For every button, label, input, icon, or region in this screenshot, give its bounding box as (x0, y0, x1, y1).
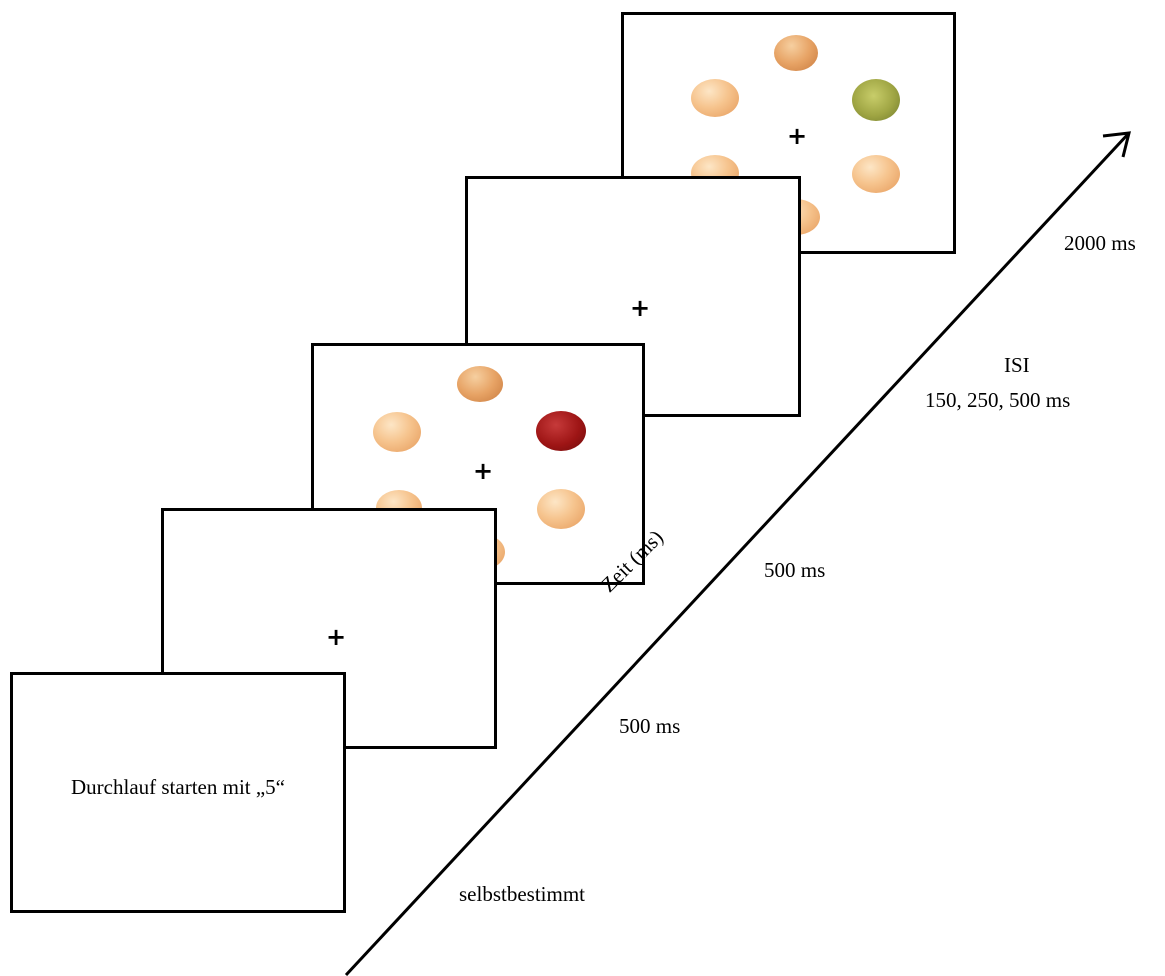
fixation-cross: + (325, 623, 347, 651)
duration-start: selbstbestimmt (459, 882, 585, 906)
fixation-cross: + (472, 457, 494, 485)
fruit-orange (537, 489, 585, 529)
fixation-cross: + (629, 294, 651, 322)
duration-target: 2000 ms (1064, 231, 1136, 255)
fruit-orange (457, 366, 503, 402)
fruit-orange (373, 412, 421, 452)
start-instruction: Durchlauf starten mit „5“ (71, 775, 285, 799)
time-axis-line (344, 131, 1131, 976)
duration-display: 500 ms (764, 558, 826, 582)
fruit-orange (691, 79, 739, 117)
fruit-apple (852, 79, 900, 121)
screen-start: Durchlauf starten mit „5“ (10, 672, 346, 913)
fixation-cross: + (786, 122, 808, 150)
duration-fixation: 500 ms (619, 714, 681, 738)
time-axis-arrowhead (1102, 131, 1131, 158)
fruit-strawberry (536, 411, 586, 451)
duration-isi-values: 150, 250, 500 ms (925, 388, 1071, 412)
screen-target-display: + (621, 12, 956, 254)
fruit-orange (774, 35, 818, 71)
duration-isi-title: ISI (1004, 353, 1030, 377)
fruit-orange (852, 155, 900, 193)
